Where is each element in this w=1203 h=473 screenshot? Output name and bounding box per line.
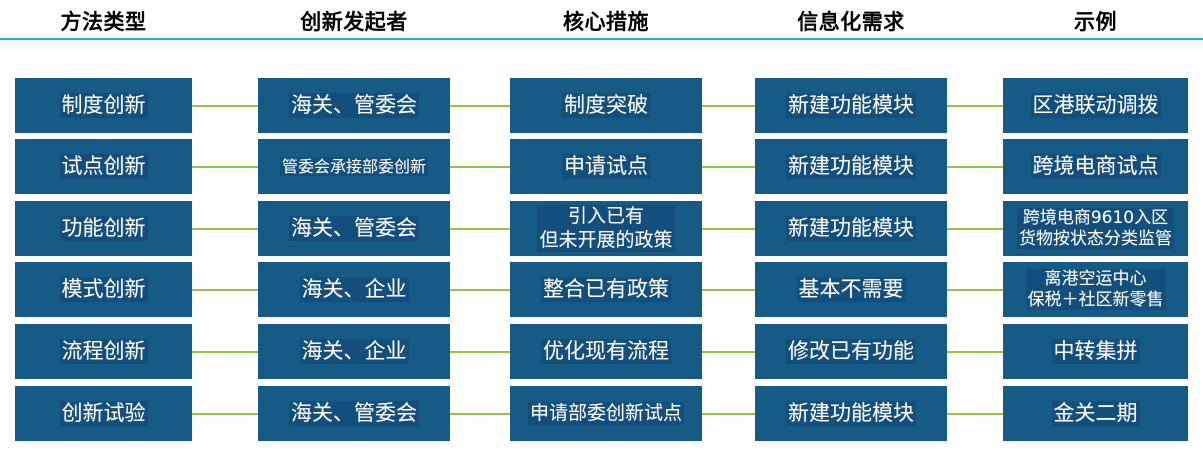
cell-label: 试点创新 [59,153,148,180]
cell-method-type-2[interactable]: 试点创新 [15,139,192,194]
cell-core-measure-5[interactable]: 优化现有流程 [510,324,702,379]
connector-r3-c1-c2 [192,228,258,230]
cell-label: 创新试验 [59,400,148,427]
cell-label: 跨境电商9610入区 货物按状态分类监管 [1017,207,1174,250]
column-header-initiator: 创新发起者 [300,10,408,34]
cell-label: 海关、管委会 [289,215,419,242]
cell-label: 申请部委创新试点 [527,401,684,426]
cell-label: 制度突破 [562,92,650,119]
cell-label: 流程创新 [59,338,148,365]
cell-initiator-2[interactable]: 管委会承接部委创新 [258,139,450,194]
cell-initiator-3[interactable]: 海关、管委会 [258,201,450,256]
cell-label: 新建功能模块 [786,215,916,242]
cell-label: 制度创新 [59,92,148,119]
cell-label: 优化现有流程 [541,338,671,365]
connector-r2-c1-c2 [192,166,258,168]
connector-r5-c1-c2 [192,351,258,353]
cell-it-requirement-2[interactable]: 新建功能模块 [755,139,947,194]
cell-label: 离港空运中心 保税＋社区新零售 [1025,268,1166,311]
connector-r6-c1-c2 [192,413,258,415]
cell-label: 区港联动调拨 [1030,92,1161,119]
cell-it-requirement-6[interactable]: 新建功能模块 [755,386,947,441]
cell-example-2[interactable]: 跨境电商试点 [1003,139,1188,194]
cell-label: 修改已有功能 [786,338,916,365]
cell-it-requirement-3[interactable]: 新建功能模块 [755,201,947,256]
connector-r3-c4-c5 [947,228,1003,230]
cell-label: 海关、管委会 [289,400,419,427]
cell-label: 申请试点 [562,153,650,180]
cell-label: 引入已有 但未开展的政策 [537,205,675,252]
cell-initiator-5[interactable]: 海关、企业 [258,324,450,379]
cell-label: 模式创新 [59,276,148,303]
connector-r4-c3-c4 [702,289,755,291]
cell-example-5[interactable]: 中转集拼 [1003,324,1188,379]
connector-r2-c3-c4 [702,166,755,168]
column-header-method-type: 方法类型 [60,10,147,34]
cell-core-measure-2[interactable]: 申请试点 [510,139,702,194]
cell-label: 新建功能模块 [786,153,916,180]
connector-r1-c4-c5 [947,105,1003,107]
cell-label: 新建功能模块 [786,400,916,427]
connector-r1-c2-c3 [450,105,510,107]
connector-r5-c4-c5 [947,351,1003,353]
cell-initiator-6[interactable]: 海关、管委会 [258,386,450,441]
cell-label: 中转集拼 [1051,338,1140,365]
cell-label: 海关、企业 [299,276,409,303]
cell-initiator-1[interactable]: 海关、管委会 [258,78,450,133]
connector-r4-c1-c2 [192,289,258,291]
cell-label: 金关二期 [1051,400,1140,427]
connector-r4-c2-c3 [450,289,510,291]
cell-example-6[interactable]: 金关二期 [1003,386,1188,441]
cell-label: 功能创新 [59,215,148,242]
cell-method-type-4[interactable]: 模式创新 [15,262,192,317]
connector-r3-c2-c3 [450,228,510,230]
cell-core-measure-1[interactable]: 制度突破 [510,78,702,133]
connector-r2-c4-c5 [947,166,1003,168]
connector-r5-c2-c3 [450,351,510,353]
connector-r1-c3-c4 [702,105,755,107]
column-header-it-requirement: 信息化需求 [797,10,905,34]
cell-example-3[interactable]: 跨境电商9610入区 货物按状态分类监管 [1003,201,1188,256]
cell-example-4[interactable]: 离港空运中心 保税＋社区新零售 [1003,262,1188,317]
connector-r6-c4-c5 [947,413,1003,415]
connector-r1-c1-c2 [192,105,258,107]
cell-initiator-4[interactable]: 海关、企业 [258,262,450,317]
header-divider-rule [0,38,1203,40]
cell-method-type-6[interactable]: 创新试验 [15,386,192,441]
connector-r2-c2-c3 [450,166,510,168]
cell-label: 海关、管委会 [289,92,419,119]
connector-r5-c3-c4 [702,351,755,353]
cell-label: 基本不需要 [796,276,906,303]
cell-core-measure-6[interactable]: 申请部委创新试点 [510,386,702,441]
cell-it-requirement-5[interactable]: 修改已有功能 [755,324,947,379]
column-header-core-measure: 核心措施 [563,10,649,34]
column-headers-band: 方法类型 创新发起者 核心措施 信息化需求 示例 [0,0,1203,41]
cell-method-type-1[interactable]: 制度创新 [15,78,192,133]
cell-label: 海关、企业 [299,338,409,365]
cell-it-requirement-4[interactable]: 基本不需要 [755,262,947,317]
connector-r6-c3-c4 [702,413,755,415]
cell-core-measure-3[interactable]: 引入已有 但未开展的政策 [510,201,702,256]
cell-label: 管委会承接部委创新 [279,156,428,177]
cell-example-1[interactable]: 区港联动调拨 [1003,78,1188,133]
cell-it-requirement-1[interactable]: 新建功能模块 [755,78,947,133]
cell-label: 新建功能模块 [786,92,916,119]
cell-label: 整合已有政策 [541,276,671,303]
connector-r3-c3-c4 [702,228,755,230]
cell-core-measure-4[interactable]: 整合已有政策 [510,262,702,317]
cell-method-type-5[interactable]: 流程创新 [15,324,192,379]
column-header-example: 示例 [1074,10,1117,34]
cell-method-type-3[interactable]: 功能创新 [15,201,192,256]
connector-r4-c4-c5 [947,289,1003,291]
connector-r6-c2-c3 [450,413,510,415]
cell-label: 跨境电商试点 [1030,153,1161,180]
